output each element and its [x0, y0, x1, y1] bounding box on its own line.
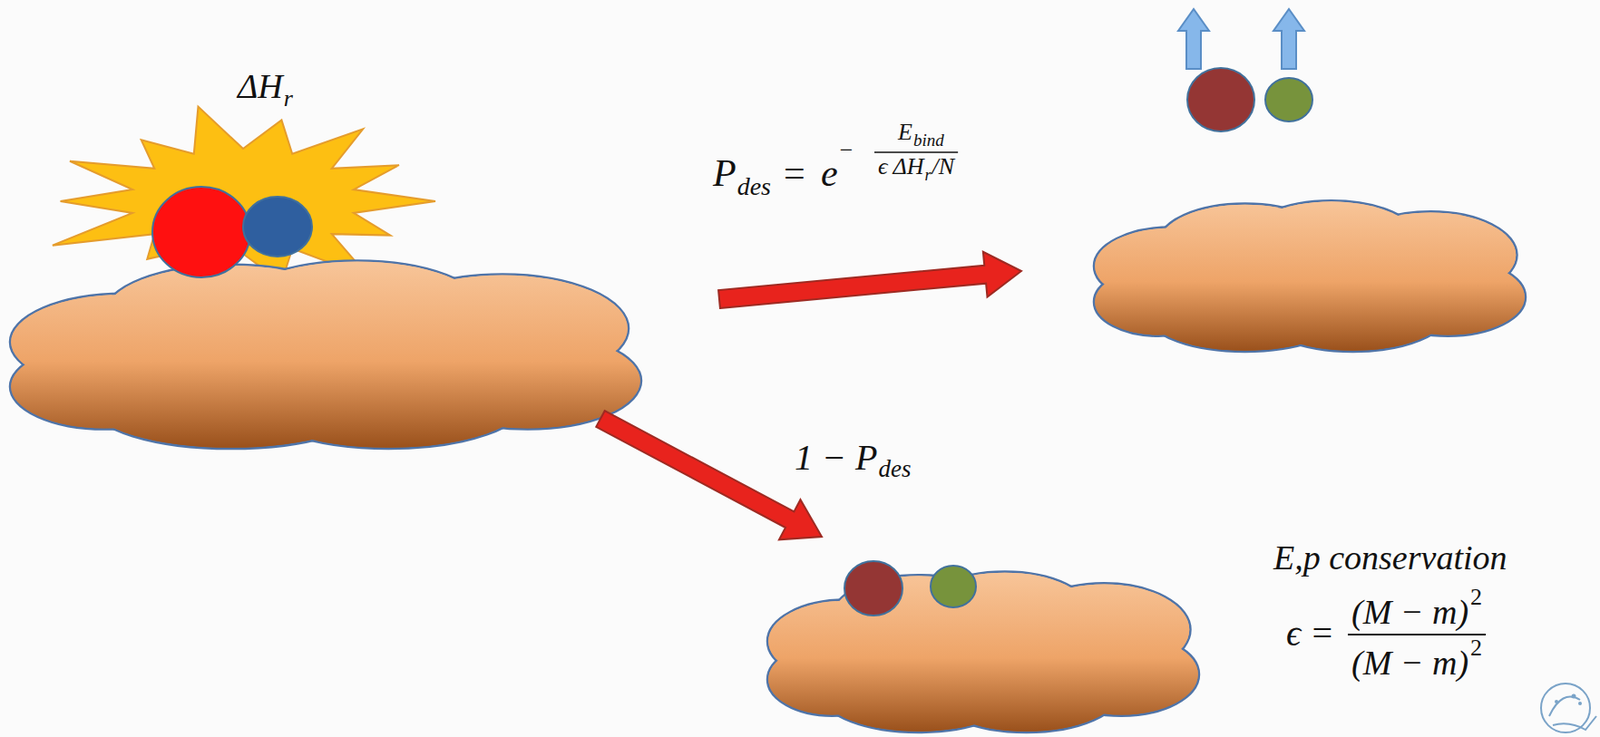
formula-symbol: (M − m) — [1351, 595, 1469, 630]
grain-fill — [1160, 231, 1461, 323]
formula-symbol: ϵ ΔH — [878, 155, 925, 179]
desorption-arrow — [1178, 9, 1210, 69]
superscript: 2 — [1470, 636, 1483, 661]
formula-symbol: e — [820, 154, 839, 193]
probability-label: 1 − P — [794, 439, 878, 477]
molecule — [930, 565, 976, 608]
formula-symbol: /N — [932, 155, 956, 179]
superscript: 2 — [1470, 585, 1483, 610]
formula-symbol: (M − m) — [1351, 645, 1469, 681]
dust-grain — [9, 260, 642, 449]
reaction-arrow — [595, 410, 822, 540]
subscript: des — [737, 174, 771, 200]
subscript: bind — [913, 131, 945, 149]
molecule — [1187, 68, 1255, 132]
logo — [1541, 683, 1597, 733]
molecule — [844, 561, 903, 616]
formula-symbol: = — [783, 154, 806, 193]
formula-symbol: − — [839, 138, 854, 163]
fraction-bar — [874, 151, 958, 154]
subscript: des — [878, 457, 911, 482]
formula-symbol: E — [897, 120, 913, 145]
subscript: r — [925, 166, 932, 184]
reaction-arrow — [718, 252, 1022, 309]
dust-grain — [767, 571, 1200, 733]
note: E,p conservation — [1273, 540, 1508, 576]
desorption-arrow — [1273, 9, 1305, 69]
grain-fill — [833, 604, 1134, 702]
molecule — [152, 186, 251, 278]
fraction-bar — [1347, 634, 1486, 636]
dust-grain — [1093, 200, 1526, 352]
enthalpy-symbol: ΔH — [237, 68, 283, 104]
molecule — [1265, 78, 1313, 122]
molecule — [243, 196, 313, 257]
formula-symbol: P — [712, 154, 737, 193]
formula-symbol: ϵ = — [1286, 615, 1335, 653]
subscript: r — [283, 87, 293, 111]
grain-fill — [106, 298, 547, 413]
